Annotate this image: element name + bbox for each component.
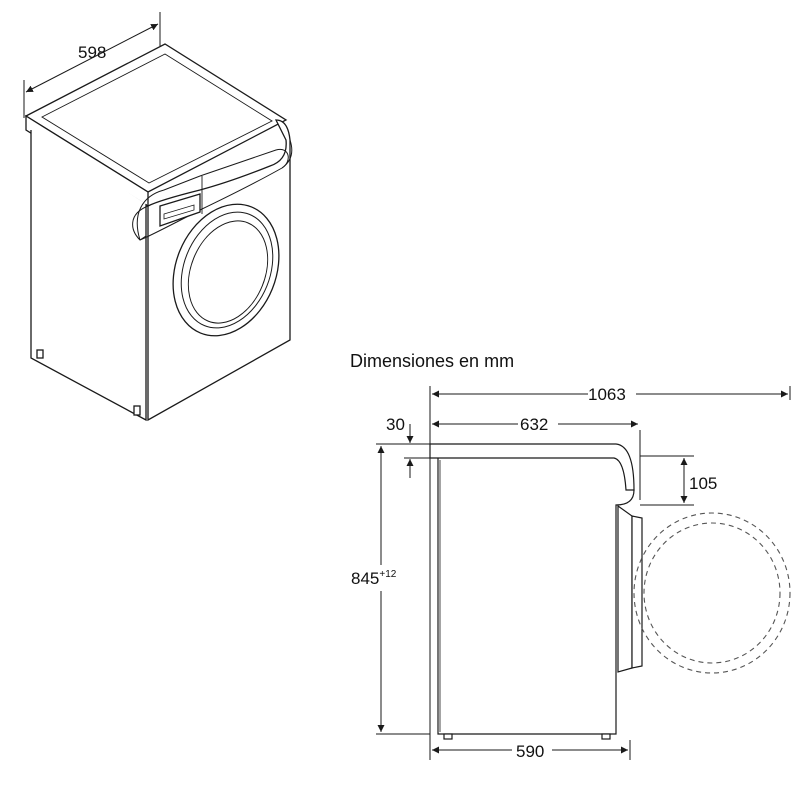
door-glass bbox=[187, 220, 269, 324]
width-label: 598 bbox=[78, 43, 106, 62]
drawer-handle bbox=[163, 204, 195, 220]
total-depth-label: 1063 bbox=[588, 385, 626, 404]
door-frame bbox=[617, 504, 633, 673]
side-lid bbox=[429, 443, 635, 491]
door-offset-label: 105 bbox=[689, 474, 717, 493]
open-door-outline bbox=[633, 512, 791, 674]
side-body bbox=[437, 455, 635, 735]
detergent-drawer bbox=[159, 193, 201, 227]
foot-left bbox=[36, 349, 44, 359]
height-tolerance: +12 bbox=[379, 569, 396, 580]
side-foot-front bbox=[601, 733, 611, 740]
side-view bbox=[429, 443, 643, 740]
body-depth-label: 590 bbox=[516, 742, 544, 761]
panel-edge bbox=[139, 139, 293, 241]
top-depth-label: 632 bbox=[520, 415, 548, 434]
side-dimension-labels: 1063 632 30 105 845+12 590 bbox=[348, 382, 717, 762]
lid-height-label: 30 bbox=[386, 415, 405, 434]
isometric-view bbox=[24, 43, 293, 422]
dimensions-title: Dimensiones en mm bbox=[350, 351, 514, 371]
width-dimension bbox=[23, 12, 161, 118]
door-hinge bbox=[631, 515, 643, 669]
door-ring bbox=[180, 211, 274, 329]
control-strip bbox=[136, 148, 289, 241]
foot-front bbox=[133, 405, 141, 416]
left-side-panel bbox=[30, 130, 147, 422]
side-foot-rear bbox=[443, 733, 453, 740]
height-label: 845+12 bbox=[351, 569, 397, 588]
